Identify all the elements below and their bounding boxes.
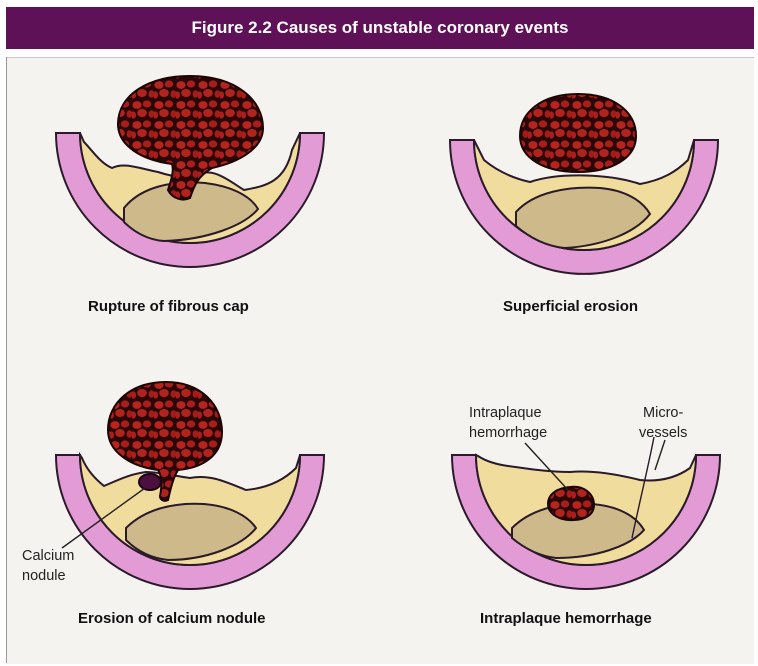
- thrombus: [520, 94, 636, 172]
- caption-hemorrhage: Intraplaque hemorrhage: [480, 610, 652, 627]
- calcium-nodule: [139, 474, 161, 490]
- caption-erosion: Superficial erosion: [503, 298, 638, 315]
- vessel-calcium: [56, 382, 324, 589]
- label-microvessels: Micro- vessels: [639, 403, 687, 443]
- label-line: hemorrhage: [469, 423, 547, 443]
- label-intraplaque-hemorrhage: Intraplaque hemorrhage: [469, 403, 547, 443]
- caption-rupture: Rupture of fibrous cap: [88, 298, 249, 315]
- label-line: vessels: [639, 423, 687, 443]
- caption-calcium: Erosion of calcium nodule: [78, 610, 266, 627]
- label-line: Calcium: [22, 546, 74, 566]
- label-line: Micro-: [639, 403, 687, 423]
- label-line: nodule: [22, 566, 74, 586]
- vessel-hemorrhage: [452, 437, 720, 589]
- label-calcium-nodule: Calcium nodule: [22, 546, 74, 586]
- vessel-rupture: [56, 76, 324, 267]
- hemorrhage-thrombus: [548, 487, 594, 520]
- label-line: Intraplaque: [469, 403, 547, 423]
- microvessels-leader-line: [655, 440, 665, 470]
- vessel-erosion: [450, 94, 718, 274]
